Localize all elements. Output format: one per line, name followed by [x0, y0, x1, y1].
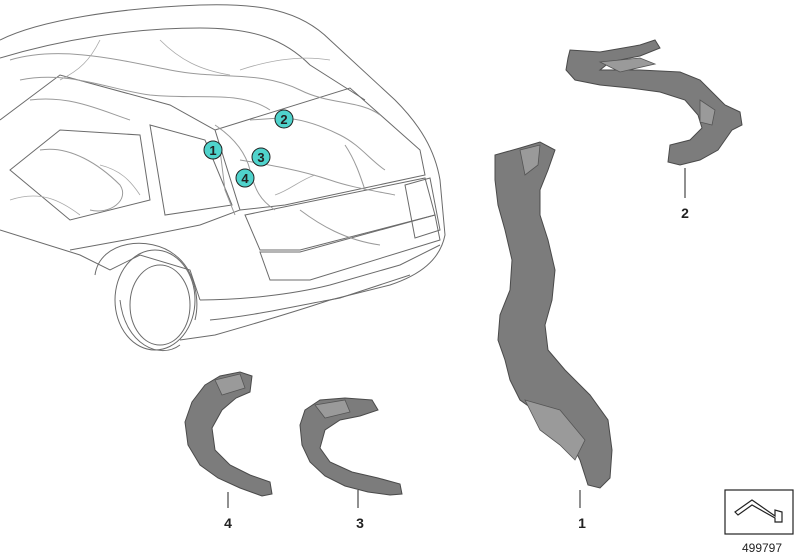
cable-duct-icon [184, 371, 273, 497]
arrow-frame-icon [724, 489, 794, 535]
cable-duct-icon [565, 39, 743, 166]
part-2-duct: 2 [565, 39, 743, 221]
callout-3: 3 [251, 147, 271, 167]
callout-2: 2 [274, 109, 294, 129]
callout-number: 3 [257, 150, 264, 165]
part-label: 1 [578, 515, 586, 531]
part-label: 2 [681, 205, 689, 221]
cable-duct-icon [494, 141, 613, 489]
part-1-duct: 1 [494, 141, 613, 531]
callout-4: 4 [235, 168, 255, 188]
callout-number: 2 [280, 112, 287, 127]
callout-circle [235, 168, 255, 188]
part-label: 3 [356, 515, 364, 531]
part-label: 4 [224, 515, 232, 531]
callout-number: 1 [209, 143, 216, 158]
diagram-id: 499797 [742, 541, 782, 555]
callout-circle [274, 109, 294, 129]
callout-number: 4 [241, 171, 249, 186]
part-3-duct: 3 [299, 397, 403, 531]
car-outline-icon [0, 4, 446, 352]
cable-duct-icon [299, 397, 403, 496]
part-4-duct: 4 [184, 371, 273, 531]
callout-circle [251, 147, 271, 167]
callout-1: 1 [203, 140, 223, 160]
callout-circle [203, 140, 223, 160]
